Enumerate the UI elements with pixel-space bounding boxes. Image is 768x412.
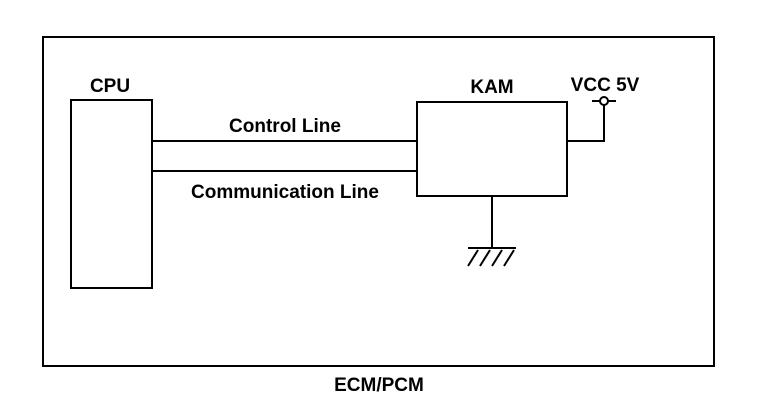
- vcc-supply-wire: [567, 105, 605, 142]
- module-boundary: [42, 36, 715, 367]
- communication-line-label: Communication Line: [191, 182, 379, 203]
- cpu-label: CPU: [90, 76, 130, 97]
- control-line-label: Control Line: [229, 116, 341, 137]
- ground-icon: [467, 247, 516, 267]
- cpu-block: [70, 99, 153, 289]
- vcc-label: VCC 5V: [571, 75, 640, 96]
- kam-block: [416, 101, 568, 197]
- module-caption: ECM/PCM: [334, 375, 424, 396]
- vcc-terminal-icon: [599, 96, 609, 106]
- kam-label: KAM: [470, 77, 513, 98]
